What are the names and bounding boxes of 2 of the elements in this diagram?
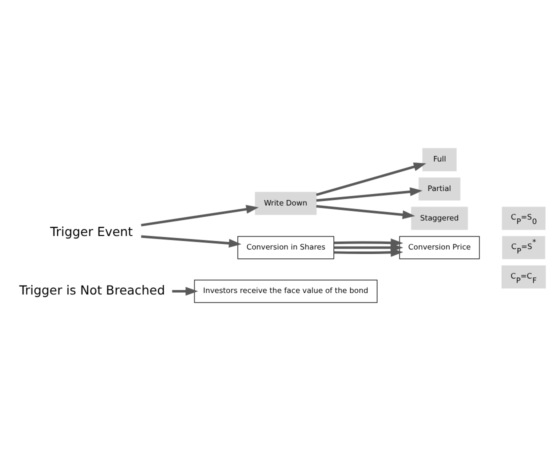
node-text: Trigger is Not Breached [19,282,165,298]
node-text: Trigger Event [50,224,133,239]
